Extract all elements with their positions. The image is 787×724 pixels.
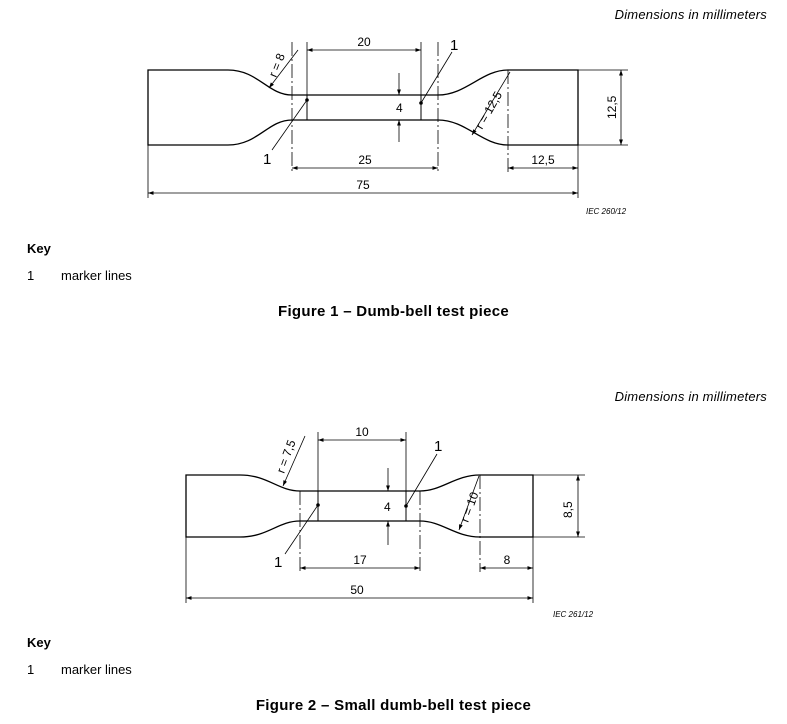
callout-marker-top: 1 xyxy=(450,37,458,54)
radius-label: r = 8 xyxy=(266,51,288,79)
specimen-outline xyxy=(147,69,579,146)
key-text: marker lines xyxy=(61,268,132,283)
key-item: 1 marker lines xyxy=(27,662,132,677)
units-note: Dimensions in millimeters xyxy=(614,7,767,22)
neck-length-label: 17 xyxy=(353,553,367,567)
specimen-outline xyxy=(185,474,534,538)
units-note: Dimensions in millimeters xyxy=(614,389,767,404)
end-width-label: 12,5 xyxy=(605,95,619,119)
key-number: 1 xyxy=(27,268,35,283)
iec-reference: IEC 261/12 xyxy=(553,610,594,619)
gauge-length-label: 10 xyxy=(355,425,369,439)
tab-length-label: 12,5 xyxy=(531,153,555,167)
neck-length-label: 25 xyxy=(358,153,372,167)
key-title: Key xyxy=(27,241,51,256)
gauge-length-label: 20 xyxy=(357,35,371,49)
radius-end-label: r = 12,5 xyxy=(472,89,505,132)
callout-marker-top: 1 xyxy=(434,438,442,455)
figure-caption: Figure 1 – Dumb-bell test piece xyxy=(277,303,510,320)
callout-marker-bottom: 1 xyxy=(274,554,282,571)
neck-width-label: 4 xyxy=(384,500,391,514)
dumbbell-drawing: 20 1 r = 8 r = 12,5 4 12,5 1 25 12,5 75 … xyxy=(147,35,628,216)
end-width-label: 8,5 xyxy=(561,501,575,518)
radius-label: r = 7,5 xyxy=(274,438,299,475)
key-text: marker lines xyxy=(61,662,132,677)
callout-marker-bottom: 1 xyxy=(263,151,271,168)
tab-length-label: 8 xyxy=(504,553,511,567)
iec-reference: IEC 260/12 xyxy=(586,207,627,216)
overall-length-label: 50 xyxy=(350,583,364,597)
neck-width-label: 4 xyxy=(396,101,403,115)
overall-length-label: 75 xyxy=(356,178,370,192)
key-number: 1 xyxy=(27,662,35,677)
small-dumbbell-drawing: 10 1 r = 7,5 r = 10 4 8,5 1 17 8 50 IEC … xyxy=(185,425,594,619)
radius-end-label: r = 10 xyxy=(458,490,482,524)
key-item: 1 marker lines xyxy=(27,268,132,283)
figure-caption: Figure 2 – Small dumb-bell test piece xyxy=(255,697,532,714)
key-title: Key xyxy=(27,635,51,650)
